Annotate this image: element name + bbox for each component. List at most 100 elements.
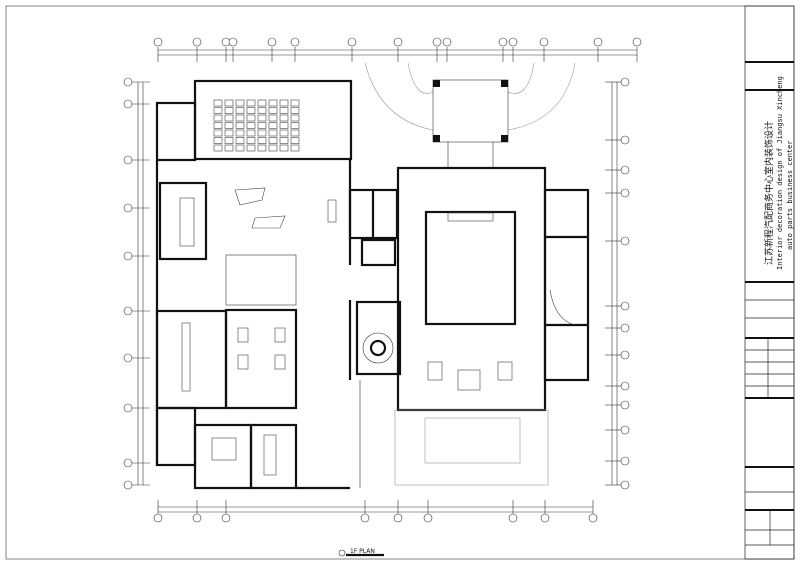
axis-bubble [423,513,433,523]
title-block: 江苏新程汽配商务中心室内装饰设计 Interior decoration des… [744,5,795,560]
axis-bubble [442,37,452,47]
axis-bubble [123,480,133,490]
seat [279,99,289,107]
seat [235,144,245,152]
axis-bubble [539,37,549,47]
axis-bubble [540,513,550,523]
seat [290,99,300,107]
axis-bubble [123,353,133,363]
seat [246,99,256,107]
seat [257,122,267,129]
seat [279,122,289,129]
furniture [179,187,337,476]
seat [290,137,300,144]
axis-bubble [267,37,277,47]
central-hall [394,166,549,486]
axis-bubble [620,381,630,391]
reception-room [224,308,298,410]
seat [257,114,267,122]
seat [246,122,256,129]
axis-bubble [632,37,642,47]
seat [290,122,300,129]
axis-bubble [508,513,518,523]
axis-bubble [347,37,357,47]
seat [257,137,267,144]
lecture-seating [213,99,300,152]
axis-bubble [620,236,630,246]
seat [290,107,300,114]
axis-bubble [432,37,442,47]
entrance-canopy [364,62,576,168]
porch [394,409,549,486]
seat [224,144,234,152]
plan-title: 1F PLAN [338,548,384,557]
seat [268,129,278,137]
seat [279,107,289,114]
conference-table [181,322,191,392]
stair-room [155,406,197,467]
seat [224,122,234,129]
seat [235,107,245,114]
seat [257,107,267,114]
stair-hall [355,300,402,376]
axis-bubble [588,513,598,523]
axis-bubble [620,165,630,175]
seat [213,144,223,152]
seat [224,137,234,144]
axis-bubble [620,425,630,435]
seat [268,122,278,129]
axis-bubble [620,350,630,360]
axis-bubble [123,99,133,109]
seat [246,107,256,114]
seat [279,114,289,122]
axis-bubble [290,37,300,47]
spiral-stair [362,332,394,364]
left-wing-walls [155,79,361,490]
axis-bubble [393,513,403,523]
axis-bubble [620,188,630,198]
axis-bubble [192,513,202,523]
reception-desk [447,212,494,222]
conference-room-b [155,309,228,410]
axis-bubble [620,480,630,490]
axis-bubble [123,77,133,87]
dimension-lines [137,49,637,513]
axis-bubble [123,203,133,213]
axis-bubble [123,403,133,413]
seat [279,144,289,152]
project-title-cn: 江苏新程汽配商务中心室内装饰设计 [763,121,775,265]
seat [246,144,256,152]
axis-bubble [228,37,238,47]
seat [257,144,267,152]
seat [279,129,289,137]
meeting-room-a [158,181,208,261]
plan-label: 1F PLAN [350,548,375,555]
axis-bubble [393,37,403,47]
project-title-en-line1: Interior decoration design of Jiangsu Xi… [776,76,784,270]
seat [235,122,245,129]
axis-bubble [123,155,133,165]
seat [235,114,245,122]
inner-hall [424,210,517,326]
axis-bubble [498,37,508,47]
axis-bubble [620,400,630,410]
axis-bubble [593,37,603,47]
seat [246,114,256,122]
axis-bubble [123,251,133,261]
axis-bubble [620,323,630,333]
project-title-en-line2: auto parts business center [786,140,794,250]
axis-bubble [620,301,630,311]
seat [268,99,278,107]
seat [246,129,256,137]
seat [268,107,278,114]
seat [268,114,278,122]
axis-bubble [620,135,630,145]
seat [279,137,289,144]
seat [290,114,300,122]
right-wing [543,188,590,382]
seat [257,99,267,107]
axis-bubble [153,513,163,523]
elevator [360,238,397,267]
seat [224,114,234,122]
